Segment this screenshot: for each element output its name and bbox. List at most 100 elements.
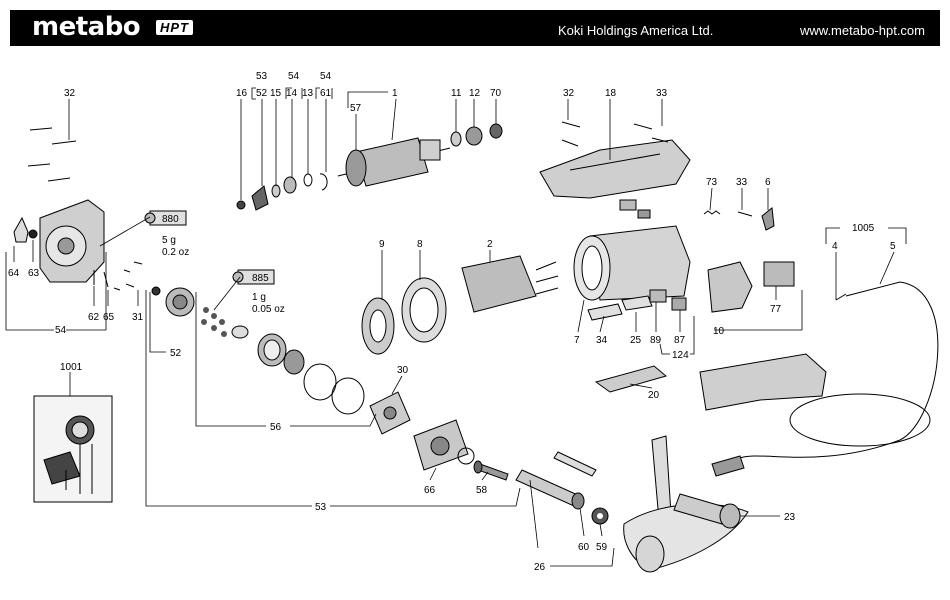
part-labels: 32 16 53 52 15 54 14 13 54 61 1 57 11 12… (8, 71, 896, 573)
part-1001-inset (33, 395, 113, 503)
label-5: 5 (890, 241, 896, 252)
parts-34-25 (587, 295, 653, 321)
screws-small (93, 261, 143, 291)
part-26-pin (515, 469, 585, 510)
rings-bearings (231, 325, 365, 415)
label-53: 53 (315, 502, 327, 513)
label-12: 12 (469, 88, 481, 99)
small-clip-parts (619, 199, 651, 219)
label-61: 61 (320, 88, 332, 99)
label-23: 23 (784, 512, 796, 523)
part-8-baffle (401, 277, 447, 343)
label-62: 62 (88, 312, 100, 323)
label-54: 54 (55, 325, 67, 336)
part-59-nut (591, 507, 609, 525)
part-20 (594, 365, 668, 393)
label-13: 13 (302, 88, 314, 99)
label-11: 11 (451, 88, 462, 99)
exploded-parts-diagram: 32 16 53 52 15 54 14 13 54 61 1 57 11 12… (5, 71, 939, 573)
part-66-gear-case (413, 419, 469, 471)
gear-housing-left (39, 199, 105, 283)
label-87: 87 (674, 335, 686, 346)
label-880-weight: 5 g (162, 235, 176, 246)
screws-32-33-right (561, 121, 669, 147)
label-6: 6 (765, 177, 771, 188)
website-url: www.metabo-hpt.com (800, 23, 925, 38)
label-18: 18 (605, 88, 617, 99)
label-33: 33 (656, 88, 668, 99)
label-10: 10 (713, 326, 725, 337)
label-2: 2 (487, 239, 493, 250)
part-2-field (461, 255, 559, 313)
part-64 (13, 216, 29, 243)
company-name: Koki Holdings America Ltd. (558, 23, 714, 38)
part-1005-cable (711, 281, 939, 477)
label-885-weight: 1 g (252, 292, 266, 303)
label-7: 7 (574, 335, 580, 346)
label-14: 14 (286, 88, 298, 99)
label-880-oz: 0.2 oz (162, 247, 189, 258)
label-1: 1 (392, 88, 398, 99)
label-25: 25 (630, 335, 642, 346)
part-52-gear (165, 287, 195, 317)
part-63 (28, 229, 38, 239)
label-63: 63 (28, 268, 40, 279)
label-58: 58 (476, 485, 488, 496)
part-18-handle-housing (539, 139, 691, 199)
part-30-plate (369, 391, 411, 435)
grease-tube-880 (144, 210, 187, 226)
label-53: 53 (256, 71, 268, 82)
label-34: 34 (596, 335, 608, 346)
part-77-board (763, 261, 795, 287)
label-70: 70 (490, 88, 502, 99)
label-33: 33 (736, 177, 748, 188)
rear-handle-housing (699, 353, 827, 411)
grease-tube-885 (232, 269, 275, 285)
label-52: 52 (170, 348, 182, 359)
label-26: 26 (534, 562, 546, 573)
part-10-switch (707, 261, 753, 313)
label-16: 16 (236, 88, 248, 99)
leader-lines (5, 87, 907, 567)
part-9-bracket (361, 297, 395, 355)
label-20: 20 (648, 390, 660, 401)
label-32: 32 (563, 88, 575, 99)
part-23-side-handle-guard (623, 435, 749, 573)
bearing-balls (201, 307, 227, 337)
label-59: 59 (596, 542, 608, 553)
label-885-oz: 0.05 oz (252, 304, 285, 315)
label-54: 54 (320, 71, 332, 82)
label-60: 60 (578, 542, 590, 553)
small-washers-top (236, 173, 328, 211)
label-54: 54 (288, 71, 300, 82)
label-30: 30 (397, 365, 409, 376)
part-7-motor-housing (573, 225, 691, 301)
label-9: 9 (379, 239, 385, 250)
label-1001: 1001 (60, 362, 83, 373)
label-66: 66 (424, 485, 436, 496)
part-washer (457, 447, 475, 465)
part-73-spring (703, 210, 721, 215)
label-885: 885 (252, 273, 269, 284)
label-89: 89 (650, 335, 662, 346)
label-77: 77 (770, 304, 782, 315)
part-1-armature (337, 137, 451, 187)
part-58-spindle (473, 460, 509, 481)
header-bar: metabo HPT Koki Holdings America Ltd. ww… (10, 10, 940, 46)
label-65: 65 (103, 312, 115, 323)
label-15: 15 (270, 88, 282, 99)
parts-89-87 (649, 289, 687, 311)
label-56: 56 (270, 422, 282, 433)
label-1005: 1005 (852, 223, 875, 234)
label-64: 64 (8, 268, 20, 279)
brand-logo: metabo (32, 12, 141, 42)
label-31: 31 (132, 312, 144, 323)
part-33-screw (737, 211, 753, 217)
screws-32-left (27, 127, 77, 182)
part-nut (151, 286, 161, 296)
label-880: 880 (162, 214, 179, 225)
label-57: 57 (350, 103, 362, 114)
brand-logo-badge: HPT (156, 20, 193, 35)
label-52: 52 (256, 88, 268, 99)
part-6-lever (761, 207, 775, 231)
